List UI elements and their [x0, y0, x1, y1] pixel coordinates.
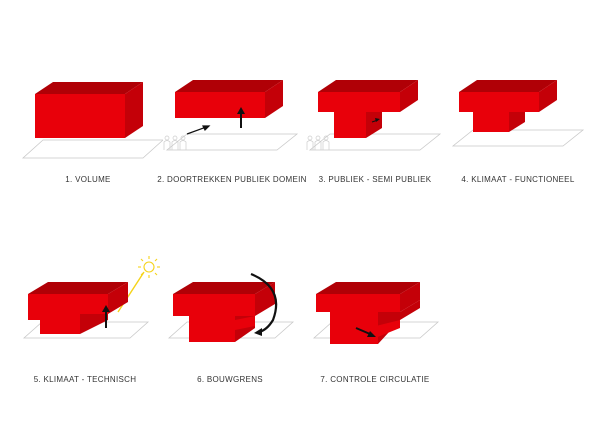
curved-arrow-icon — [250, 272, 278, 334]
arrow-icon — [355, 327, 376, 337]
red-volume-block — [459, 80, 557, 132]
ground-plane-outline — [308, 133, 442, 151]
step-3-semi-public: 3. PUBLIEK - SEMI PUBLIEK — [300, 72, 450, 272]
climate-functional-massing-drawing — [451, 80, 585, 147]
step-caption: 7. CONTROLE CIRCULATIE — [320, 375, 430, 384]
red-volume-block — [316, 282, 420, 344]
circulation-control-massing-drawing — [312, 282, 440, 344]
step-5-climate-technical: 5. KLIMAAT - TECHNISCH — [10, 248, 160, 448]
ground-plane-outline — [312, 321, 440, 339]
step-caption: 5. KLIMAAT - TECHNISCH — [33, 375, 137, 384]
step-caption: 3. PUBLIEK - SEMI PUBLIEK — [318, 175, 432, 184]
arrow-icon — [186, 125, 211, 135]
arrow-icon — [371, 118, 380, 123]
climate-technical-massing-drawing — [22, 256, 160, 339]
step-4-climate-functional: 4. KLIMAAT - FUNCTIONEEL — [443, 72, 593, 272]
curved-arrow-head — [254, 328, 262, 336]
step-caption: 1. VOLUME — [65, 175, 111, 184]
up-arrow-icon — [237, 107, 245, 128]
ground-plane-outline — [22, 321, 150, 339]
building-boundary-massing-drawing — [167, 272, 295, 342]
step-2-public-domain: 2. DOORTREKKEN PUBLIEK DOMEIN — [157, 72, 307, 272]
semi-public-massing-drawing — [306, 80, 442, 151]
people-silhouettes-icon — [306, 135, 330, 150]
red-volume-block — [318, 80, 418, 138]
step-caption: 2. DOORTREKKEN PUBLIEK DOMEIN — [157, 175, 307, 184]
ground-plane-outline — [21, 139, 163, 159]
up-arrow-icon — [102, 305, 110, 328]
red-volume-block — [28, 282, 128, 334]
red-volume-block — [173, 282, 275, 342]
volume-massing-drawing — [21, 82, 163, 159]
step-1-volume: 1. VOLUME — [13, 72, 163, 272]
ground-plane-outline — [165, 133, 299, 151]
red-volume-block — [175, 80, 283, 118]
public-domain-massing-drawing — [163, 80, 299, 151]
ground-plane-outline — [451, 129, 585, 147]
step-caption: 4. KLIMAAT - FUNCTIONEEL — [461, 175, 575, 184]
people-silhouettes-icon — [163, 135, 187, 150]
massing-diagram-sheet: { "colors": { "mass_front": "#e8000a", "… — [13, 72, 593, 384]
step-6-building-boundary: 6. BOUWGRENS — [155, 248, 305, 448]
step-caption: 6. BOUWGRENS — [197, 375, 263, 384]
red-volume-block — [35, 82, 143, 138]
step-7-circulation-control: 7. CONTROLE CIRCULATIE — [300, 248, 450, 448]
